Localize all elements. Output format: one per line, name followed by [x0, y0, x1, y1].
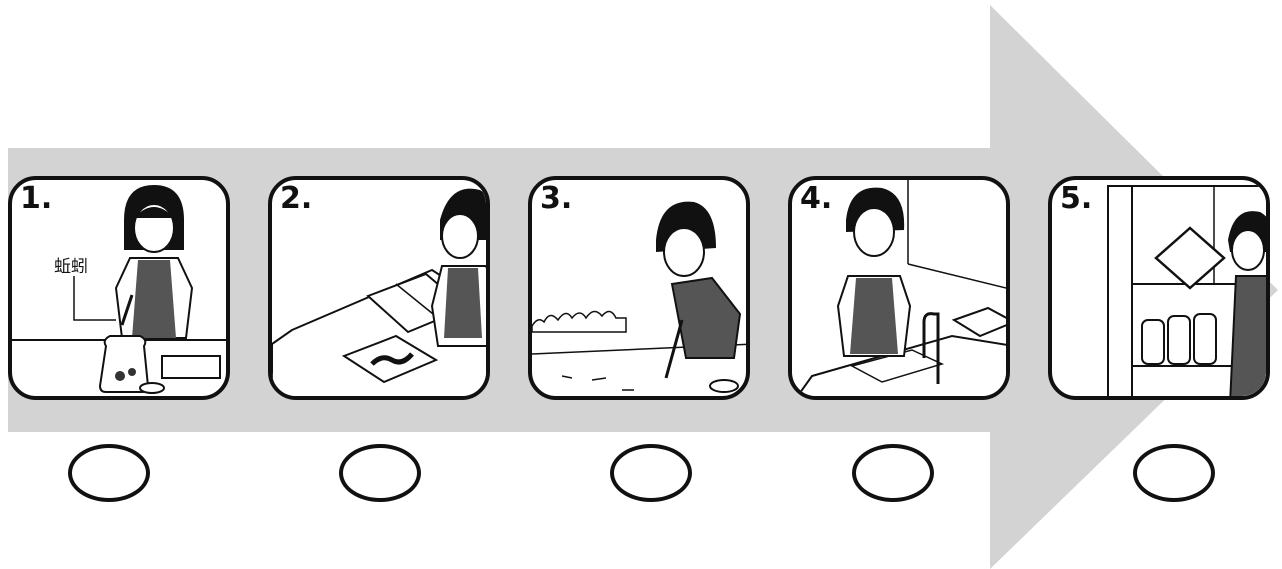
step-panel-4: 4 [788, 176, 1010, 400]
step-panel-2: 2 [268, 176, 490, 400]
step-number-4: 4 [800, 184, 832, 214]
step-number-3: 3 [540, 184, 572, 214]
step-panel-5: 5 [1048, 176, 1270, 400]
answer-oval-1[interactable] [68, 444, 150, 502]
step-panel-1: 1 蚯蚓 [8, 176, 230, 400]
answer-oval-4[interactable] [852, 444, 934, 502]
step-number-2: 2 [280, 184, 312, 214]
answer-oval-2[interactable] [339, 444, 421, 502]
step-number-1: 1 [20, 184, 52, 214]
answer-oval-3[interactable] [610, 444, 692, 502]
earthworm-label: 蚯蚓 [54, 252, 88, 277]
answer-oval-5[interactable] [1133, 444, 1215, 502]
step-number-5: 5 [1060, 184, 1092, 214]
step-panel-3: 3 [528, 176, 750, 400]
